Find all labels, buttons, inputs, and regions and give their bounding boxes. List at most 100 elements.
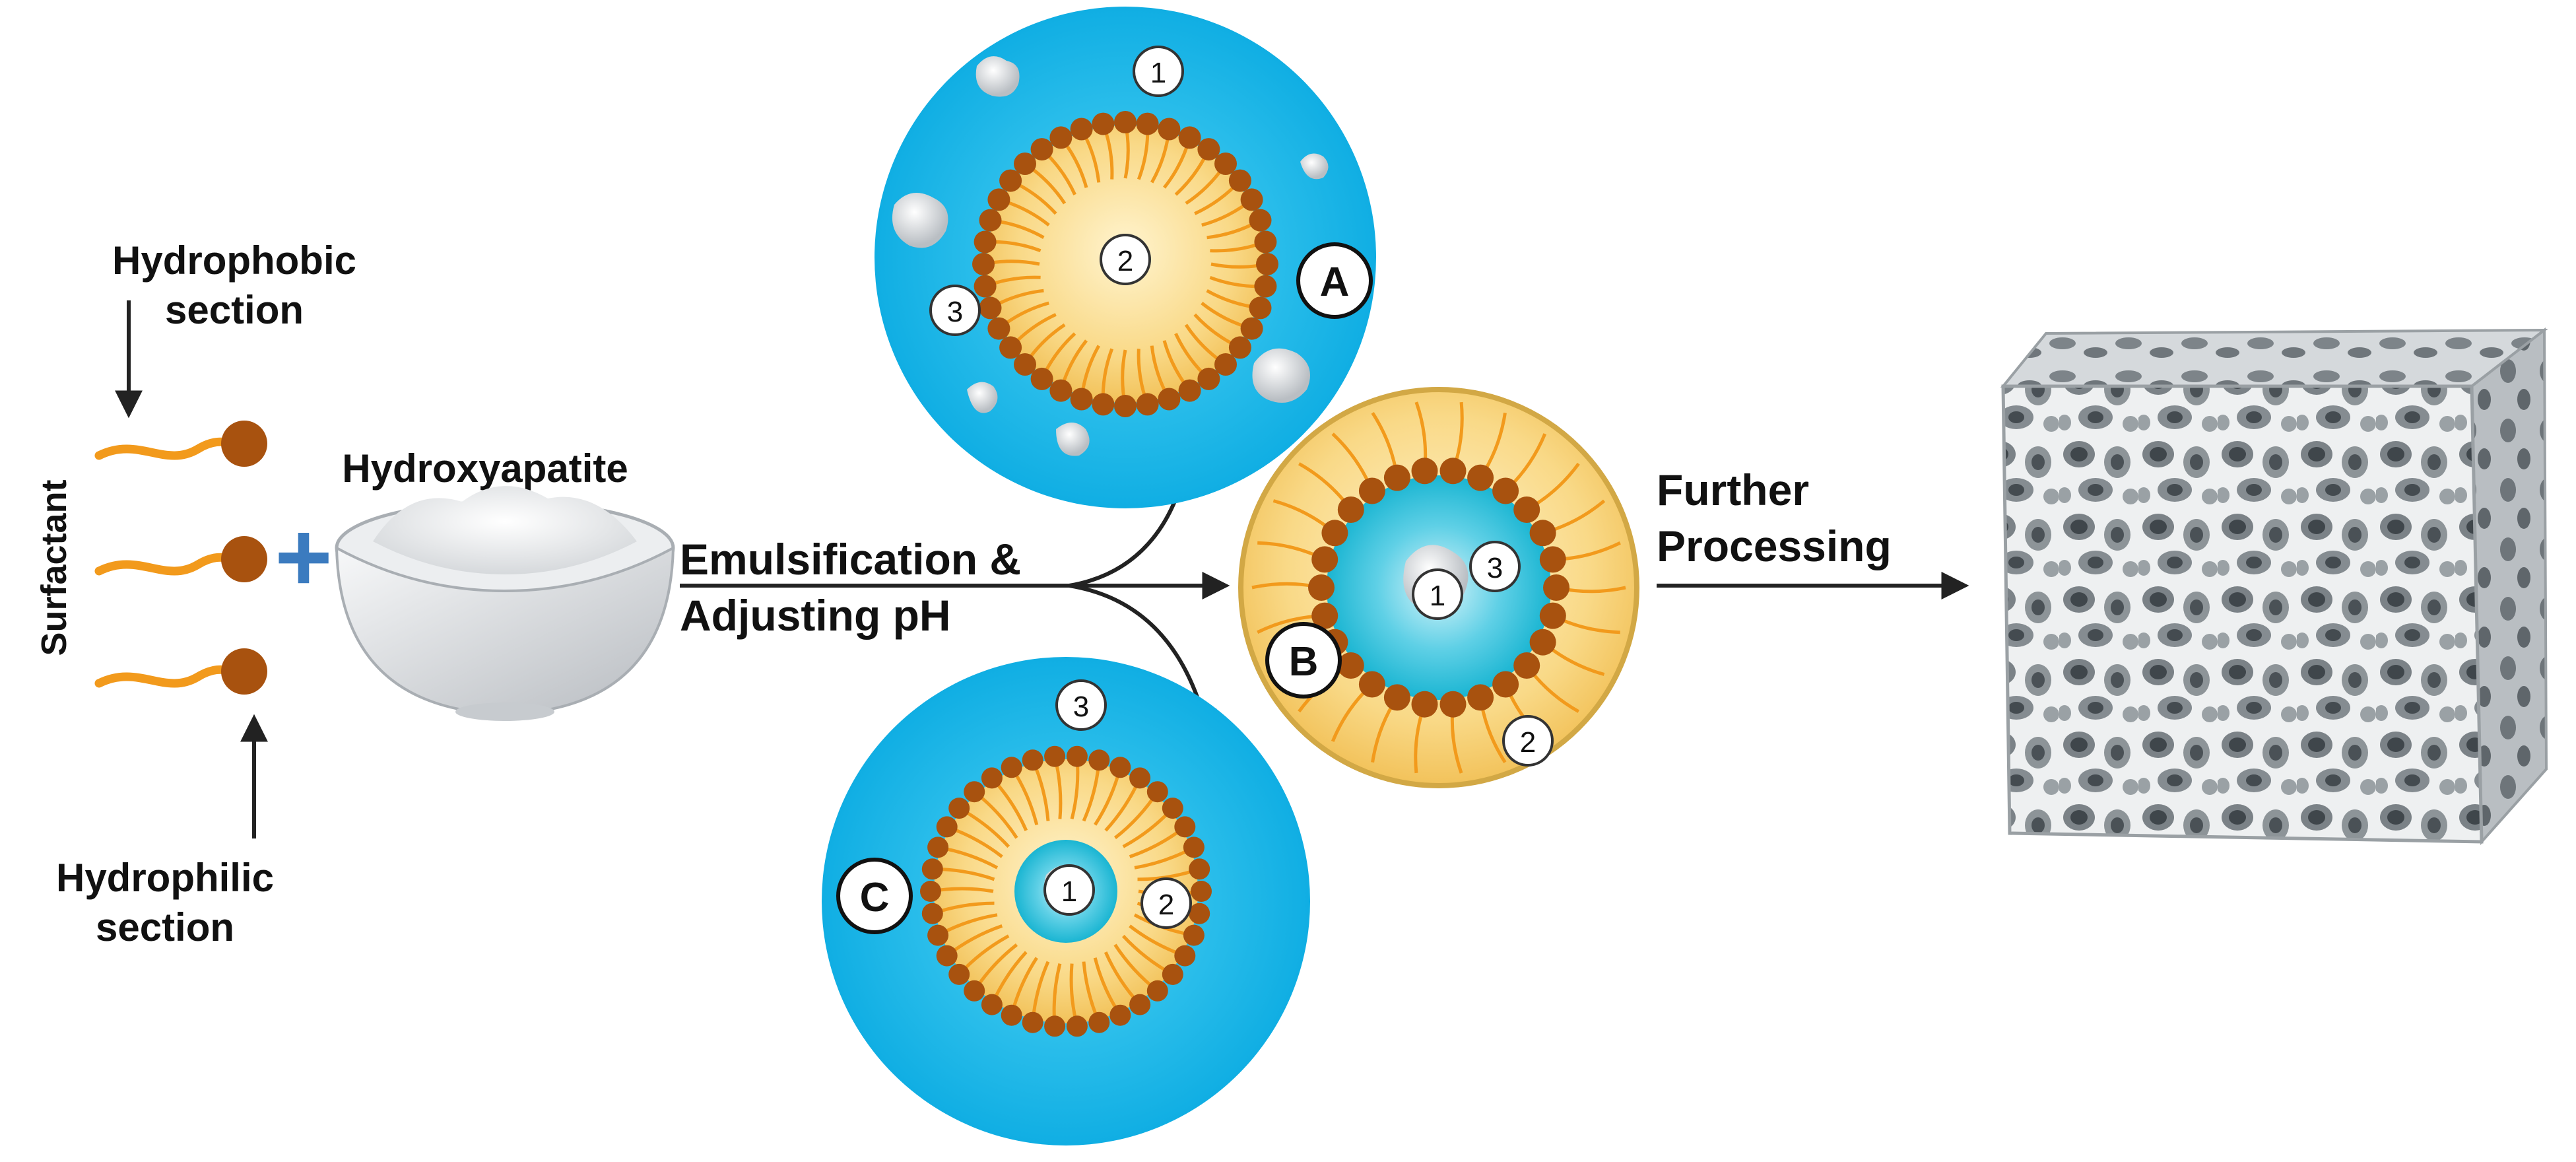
surfactant-head	[1183, 837, 1205, 858]
surfactant-head	[1014, 353, 1036, 376]
surfactant-head	[1228, 169, 1251, 192]
surfactant-head	[1049, 126, 1073, 149]
surfactant-label: Surfactant	[34, 479, 74, 656]
surfactant-head	[1136, 112, 1159, 135]
surfactant-head	[1088, 749, 1110, 771]
svg-text:3: 3	[1487, 552, 1503, 584]
surfactant-head	[974, 275, 997, 298]
surfactant-head	[1092, 112, 1115, 135]
surfactant-head	[948, 798, 970, 819]
surfactant-head	[1146, 980, 1168, 1002]
surfactant-head	[1158, 388, 1181, 411]
number-markers: 1 2 3 1 3 2 3 1 2 4	[929, 46, 2530, 929]
surfactant-head	[1044, 1015, 1066, 1037]
label-a: A	[1296, 242, 1373, 319]
surfactant-head	[1162, 963, 1183, 985]
surfactant-head	[1114, 395, 1137, 417]
surfactant-head	[1411, 458, 1438, 485]
surfactant-molecule	[94, 421, 267, 467]
surfactant-head	[1543, 574, 1569, 601]
svg-text:B: B	[1289, 639, 1319, 685]
surfactant-head	[1214, 353, 1237, 376]
svg-text:3: 3	[1073, 691, 1089, 723]
surfactant-head	[927, 837, 949, 858]
surfactant-head	[1337, 652, 1364, 679]
svg-text:2: 2	[1520, 726, 1536, 759]
surfactant-head	[948, 963, 970, 985]
surfactant-head	[1529, 520, 1556, 547]
surfactant-head	[1539, 546, 1566, 573]
surfactant-head	[1214, 153, 1237, 175]
surfactant-group: Hydrophobic section Surfactant Hydrophil…	[34, 238, 356, 949]
surfactant-head	[1030, 367, 1053, 390]
svg-text:2: 2	[1117, 245, 1133, 277]
surfactant-head	[1109, 757, 1131, 778]
surfactant-head	[921, 858, 943, 880]
surfactant-head	[1383, 464, 1410, 491]
svg-text:1: 1	[1430, 580, 1445, 612]
surfactant-head	[987, 317, 1010, 340]
hydroxyapatite-label: Hydroxyapatite	[342, 446, 628, 491]
surfactant-head	[1228, 336, 1251, 359]
surfactant-head	[1467, 684, 1494, 711]
marker-c3: 3	[1055, 679, 1107, 731]
surfactant-head	[1022, 749, 1043, 771]
surfactant-head	[1129, 994, 1151, 1015]
svg-text:1: 1	[1150, 57, 1166, 89]
label-c: C	[836, 858, 913, 934]
surfactant-head	[927, 924, 949, 946]
hydroxyapatite-particles	[892, 56, 1329, 456]
surfactant-head	[1178, 379, 1201, 402]
surfactant-head	[1358, 671, 1385, 698]
surfactant-head	[1358, 477, 1385, 504]
surfactant-head	[1311, 602, 1338, 629]
marker-c2: 2	[1140, 877, 1192, 929]
surfactant-head	[987, 188, 1010, 211]
surfactant-head	[1022, 1011, 1043, 1033]
emulsification-label: Emulsification &	[680, 535, 1021, 584]
surfactant-head	[1337, 496, 1364, 523]
surfactant-head	[1146, 781, 1168, 803]
surfactant-head	[1439, 458, 1467, 485]
surfactant-head	[1311, 546, 1338, 573]
adjusting-ph-label: Adjusting pH	[680, 591, 951, 640]
svg-text:1: 1	[1061, 875, 1077, 908]
surfactant-heads	[1308, 458, 1569, 718]
surfactant-head	[1492, 671, 1519, 698]
surfactant-heads	[972, 111, 1278, 417]
surfactant-head	[1174, 945, 1196, 967]
hydrophobic-label-line2: section	[165, 288, 304, 332]
surfactant-head	[1066, 745, 1088, 767]
marker-b1: 1	[1412, 568, 1463, 620]
surfactant-head	[981, 767, 1003, 789]
surfactant-head	[999, 169, 1022, 192]
surfactant-head	[1492, 477, 1519, 504]
surfactant-head	[979, 296, 1002, 320]
surfactant-head	[1049, 379, 1073, 402]
surfactant-molecule	[94, 648, 267, 695]
hydroxyapatite-bowl: Hydroxyapatite	[335, 446, 675, 721]
svg-text:2: 2	[1158, 889, 1174, 921]
surfactant-head	[1030, 138, 1053, 161]
surfactant-head	[1178, 126, 1201, 149]
surfactant-head	[1439, 691, 1467, 718]
surfactant-head	[1197, 138, 1220, 161]
marker-b2: 2	[1502, 715, 1554, 767]
surfactant-head	[1249, 296, 1272, 320]
surfactant-head	[979, 209, 1002, 232]
surfactant-head	[1191, 881, 1212, 902]
surfactant-head	[1001, 1004, 1022, 1026]
surfactant-head	[1383, 684, 1410, 711]
surfactant-head	[1183, 924, 1205, 946]
surfactant-head	[1066, 1015, 1088, 1037]
surfactant-head	[1249, 209, 1272, 232]
surfactant-head	[1136, 393, 1159, 416]
surfactant-head	[920, 881, 941, 902]
surfactant-heads	[920, 745, 1212, 1037]
surfactant-head	[1513, 496, 1540, 523]
surfactant-head	[1014, 153, 1036, 175]
surfactant-head	[1539, 602, 1566, 629]
surfactant-head	[1044, 745, 1066, 767]
marker-c1: 1	[1043, 864, 1095, 916]
